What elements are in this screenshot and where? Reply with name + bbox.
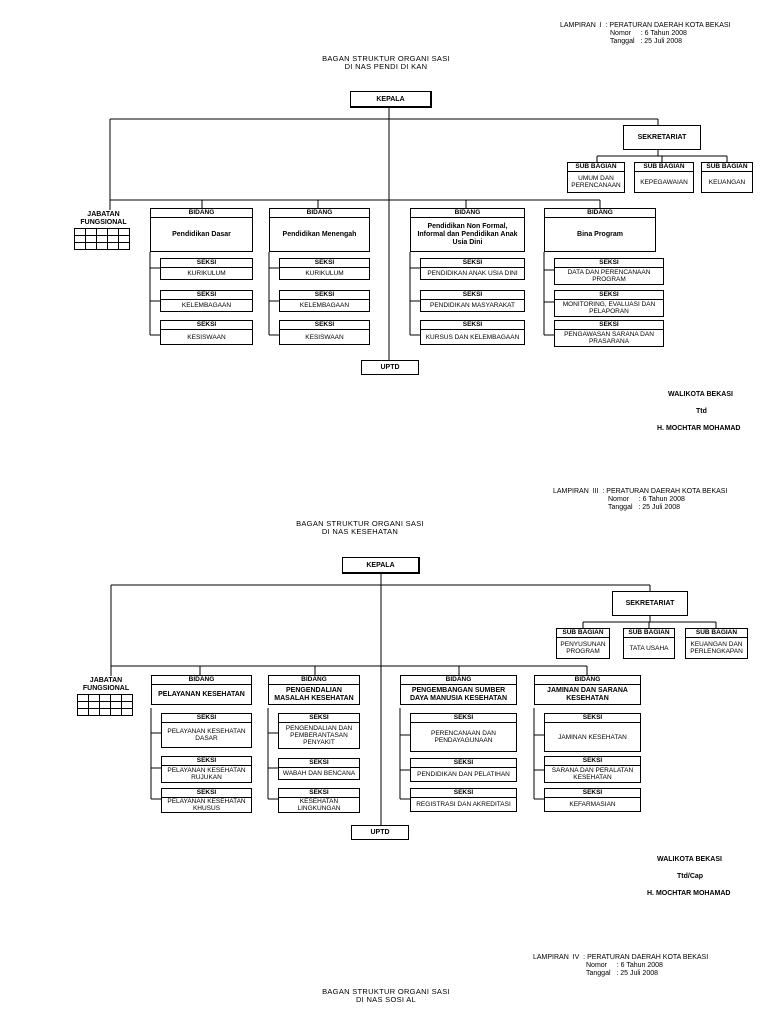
lampiran-title: LAMPIRAN IV : PERATURAN DAERAH KOTA BEKA…	[533, 954, 709, 961]
signature-title: WALIKOTA BEKASI	[657, 856, 722, 863]
lampiran-tanggal: Tanggal : 25 Juli 2008	[608, 504, 680, 511]
signature-name: H. MOCHTAR MOHAMAD	[657, 425, 741, 432]
lampiran-tanggal: Tanggal : 25 Juli 2008	[586, 970, 658, 977]
lampiran-title: LAMPIRAN III : PERATURAN DAERAH KOTA BEK…	[553, 488, 728, 495]
sekretariat-box: SEKRETARIAT	[612, 591, 688, 616]
signature-note: Ttd	[696, 408, 707, 415]
chart-title: BAGAN STRUKTUR ORGANI SASI	[322, 54, 450, 63]
signature-title: WALIKOTA BEKASI	[668, 391, 733, 398]
chart-subtitle: DI NAS PENDI DI KAN	[344, 62, 428, 71]
jabatan-fungsional-grid	[74, 228, 130, 250]
jabatan-fungsional-grid	[77, 694, 133, 716]
sekretariat-box: SEKRETARIAT	[623, 125, 701, 150]
uptd-box: UPTD	[351, 825, 409, 840]
lampiran-nomor: Nomor : 6 Tahun 2008	[610, 30, 687, 37]
chart-title: BAGAN STRUKTUR ORGANI SASI	[322, 987, 450, 996]
jabatan-fungsional-label: JABATAN FUNGSIONAL	[80, 211, 127, 226]
lampiran-nomor: Nomor : 6 Tahun 2008	[586, 962, 663, 969]
signature-note: Ttd/Cap	[677, 873, 704, 880]
uptd-box: UPTD	[361, 360, 419, 375]
chart-subtitle: DI NAS KESEHATAN	[321, 527, 399, 536]
lampiran-nomor: Nomor : 6 Tahun 2008	[608, 496, 685, 503]
kepala-box: KEPALA	[350, 91, 432, 108]
signature-name: H. MOCHTAR MOHAMAD	[647, 890, 731, 897]
jabatan-fungsional-label: JABATAN FUNGSIONAL	[82, 677, 130, 692]
chart-title: BAGAN STRUKTUR ORGANI SASI	[296, 519, 424, 528]
lampiran-tanggal: Tanggal : 25 Juli 2008	[610, 38, 682, 45]
lampiran-title: LAMPIRAN I : PERATURAN DAERAH KOTA BEKAS…	[560, 22, 731, 29]
chart-subtitle: DI NAS SOSI AL	[355, 995, 417, 1004]
kepala-box: KEPALA	[342, 557, 420, 574]
